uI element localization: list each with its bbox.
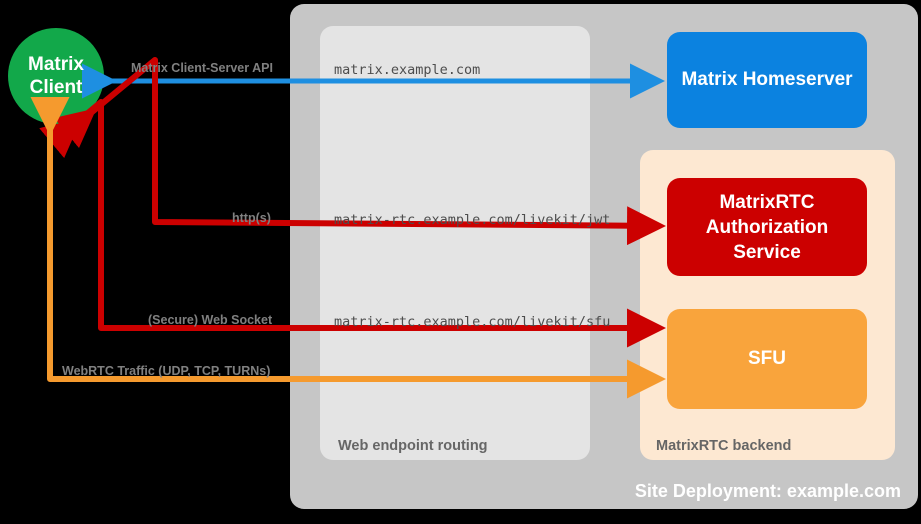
matrix-homeserver-node[interactable] [667,32,867,128]
flow-webrtc-traffic [30,97,666,399]
web-endpoint-routing-container [320,26,590,460]
sfu-node[interactable] [667,309,867,409]
matrixrtc-auth-service-node[interactable] [667,178,867,276]
